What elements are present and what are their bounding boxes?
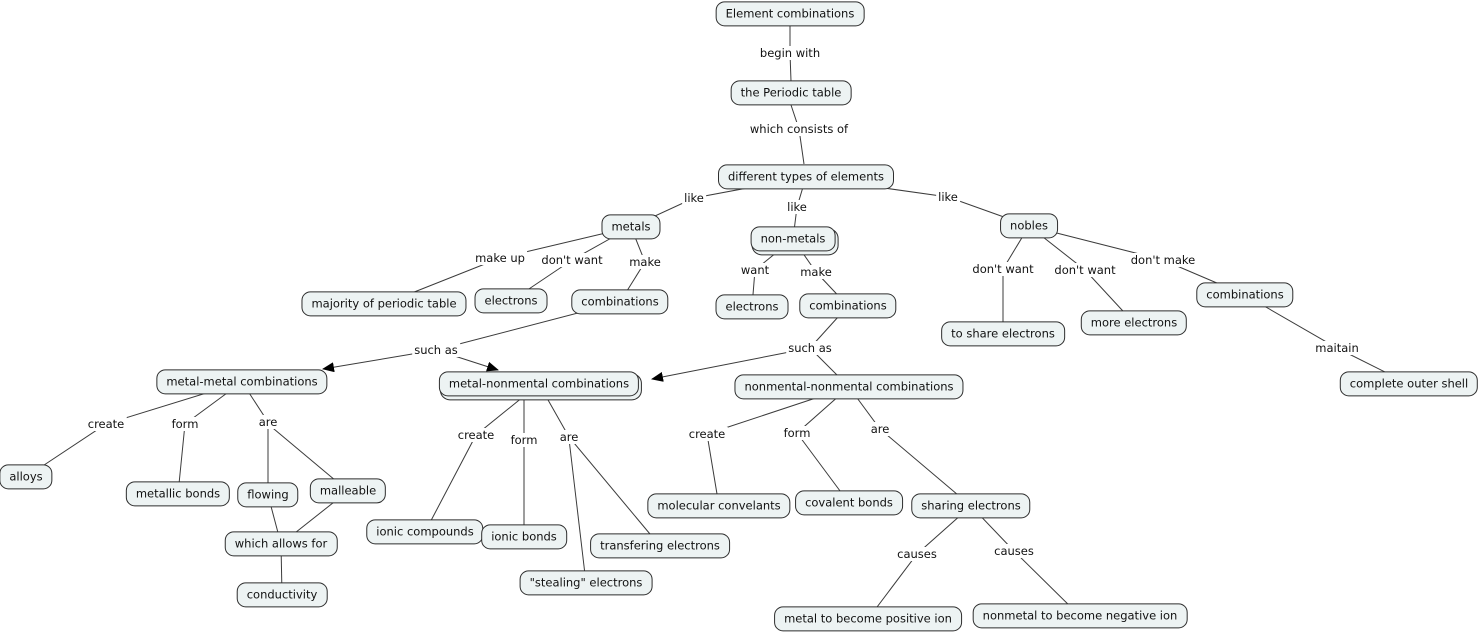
node-element-combinations[interactable]: Element combinations xyxy=(715,1,865,27)
node-metallic-bonds[interactable]: metallic bonds xyxy=(125,481,231,507)
edge-label-causes-1: causes xyxy=(895,547,939,561)
node-complete-outer-shell[interactable]: complete outer shell xyxy=(1339,371,1479,397)
edge-label-dont-want-metals: don't want xyxy=(539,253,605,267)
node-flowing[interactable]: flowing xyxy=(237,482,299,508)
edge-sharing-nonmetal-negative-ion xyxy=(970,505,1081,617)
node-alloys[interactable]: alloys xyxy=(0,464,53,490)
edge-label-like-non-metals: like xyxy=(785,200,809,214)
edge-label-are-mn: are xyxy=(557,430,581,444)
edge-label-maitain: maitain xyxy=(1313,341,1361,355)
edge-label-begin-with: begin with xyxy=(757,46,823,60)
node-combinations-non-metals[interactable]: combinations xyxy=(799,293,897,319)
node-the-periodic-table[interactable]: the Periodic table xyxy=(730,80,852,106)
edge-label-such-as-metals: such as xyxy=(412,343,460,357)
node-nonmetal-to-become-negative-ion[interactable]: nonmetal to become negative ion xyxy=(972,603,1188,629)
edge-label-form-nn: form xyxy=(781,426,813,440)
edge-nonmental-molecular-convelants xyxy=(706,386,850,507)
edge-metal-metal-alloys xyxy=(25,381,243,478)
node-to-share-electrons[interactable]: to share electrons xyxy=(941,321,1065,347)
edge-metal-nonmental-transfering xyxy=(538,383,661,547)
edge-label-make-non-metals: make xyxy=(798,265,834,279)
node-conductivity[interactable]: conductivity xyxy=(236,582,328,608)
edge-label-are-mm: are xyxy=(256,415,280,429)
node-metal-nonmental-combinations[interactable]: metal-nonmental combinations xyxy=(438,371,640,397)
edge-label-are-nn: are xyxy=(868,422,892,436)
node-sharing-electrons[interactable]: sharing electrons xyxy=(911,493,1031,519)
node-malleable[interactable]: malleable xyxy=(309,478,387,504)
node-transfering-electrons[interactable]: transfering electrons xyxy=(590,533,730,559)
node-ionic-compounds[interactable]: ionic compounds xyxy=(366,519,484,545)
edge-nobles-to-share-electrons xyxy=(1002,225,1030,334)
node-metal-metal-combinations[interactable]: metal-metal combinations xyxy=(156,369,328,395)
edge-metal-metal-flowing xyxy=(241,381,269,495)
node-covalent-bonds[interactable]: covalent bonds xyxy=(795,490,903,516)
node-nonmental-nonmental-combinations[interactable]: nonmental-nonmental combinations xyxy=(734,374,964,400)
node-ionic-bonds[interactable]: ionic bonds xyxy=(481,524,567,550)
edge-label-dont-want-nobles-1: don't want xyxy=(970,262,1036,276)
edge-label-causes-2: causes xyxy=(992,544,1036,558)
edge-label-form-mn: form xyxy=(508,433,540,447)
edge-metal-nonmental-ionic-compounds xyxy=(424,383,540,533)
edge-label-such-as-non-metals: such as xyxy=(786,341,834,355)
edge-sharing-metal-positive-ion xyxy=(867,505,972,620)
edge-label-create-nn: create xyxy=(686,427,728,441)
node-stealing-electrons[interactable]: "stealing" electrons xyxy=(519,570,653,596)
node-electrons-metals[interactable]: electrons xyxy=(474,288,548,314)
edge-label-form-mm: form xyxy=(169,417,201,431)
node-combinations-metals[interactable]: combinations xyxy=(571,289,669,315)
node-electrons-non-metals[interactable]: electrons xyxy=(715,294,789,320)
edge-nonmental-covalent-bonds xyxy=(796,386,850,504)
node-majority-of-periodic-table[interactable]: majority of periodic table xyxy=(301,291,467,317)
node-different-types-of-elements[interactable]: different types of elements xyxy=(718,164,894,190)
edge-label-make-up: make up xyxy=(473,251,527,265)
node-non-metals[interactable]: non-metals xyxy=(750,226,836,252)
edge-label-dont-make: don't make xyxy=(1128,253,1198,267)
edge-nonmental-sharing-electrons xyxy=(848,386,972,507)
node-metal-to-become-positive-ion[interactable]: metal to become positive ion xyxy=(774,606,962,632)
edge-label-dont-want-nobles-2: don't want xyxy=(1052,263,1118,277)
node-combinations-nobles[interactable]: combinations xyxy=(1196,282,1294,308)
edge-label-like-metals: like xyxy=(682,191,706,205)
node-metals[interactable]: metals xyxy=(601,214,661,240)
node-nobles[interactable]: nobles xyxy=(1000,213,1058,239)
node-molecular-convelants[interactable]: molecular convelants xyxy=(647,493,791,519)
node-more-electrons[interactable]: more electrons xyxy=(1080,310,1188,336)
edge-label-which-consists-of: which consists of xyxy=(747,122,851,136)
edge-label-like-nobles: like xyxy=(936,190,960,204)
edge-label-make-metals: make xyxy=(627,255,663,269)
edge-label-create-mm: create xyxy=(85,417,127,431)
node-which-allows-for[interactable]: which allows for xyxy=(224,531,338,557)
edge-label-want: want xyxy=(738,263,772,277)
edge-are-stealing-electrons xyxy=(568,438,587,584)
edge-label-create-mn: create xyxy=(455,428,497,442)
